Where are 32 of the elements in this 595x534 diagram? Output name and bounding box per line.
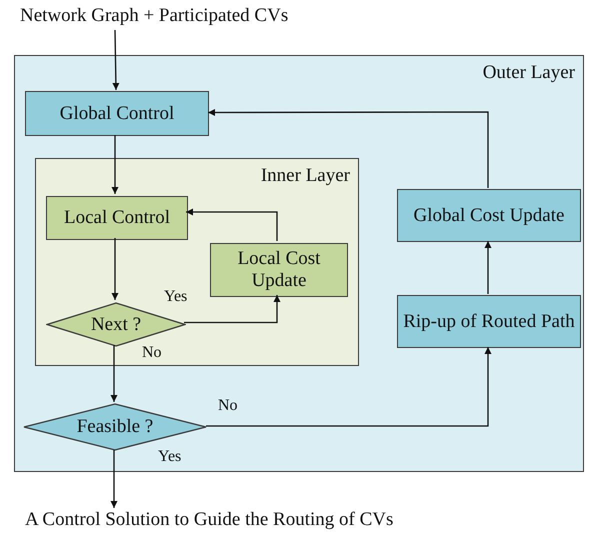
node-label: Feasible ? [76,416,154,438]
layer-title: Outer Layer [482,62,575,84]
node-label: Global Cost Update [412,204,566,226]
layer-title: Inner Layer [260,165,350,187]
edge-label: Yes [158,448,182,466]
node-label: Next ? [90,314,142,336]
node-label: Rip-up of Routed Path [402,310,576,332]
flow-text: Network Graph + Participated CVs [20,5,288,27]
process-box [397,189,581,242]
process-box [397,295,581,348]
outer-layer-panel [14,55,584,472]
arrow [110,450,118,508]
edge-label: Yes [164,288,188,306]
arrow [484,241,492,294]
arrow [110,345,118,402]
edge-label: No [142,344,162,362]
arrow [112,135,118,194]
arrow [184,295,280,324]
arrow [186,208,278,241]
flow-text: A Control Solution to Guide the Routing of CVs [25,509,394,531]
process-box [210,243,348,297]
node-label: Local Cost Update [236,248,322,292]
arrow [208,109,489,188]
process-box [46,196,188,240]
arrow [112,238,118,300]
inner-layer-panel [35,158,359,366]
node-label: Global Control [58,102,176,124]
edge-label: No [218,397,238,415]
arrow [206,347,492,427]
arrow [112,30,120,90]
process-box [25,91,209,136]
node-label: Local Control [62,207,172,229]
